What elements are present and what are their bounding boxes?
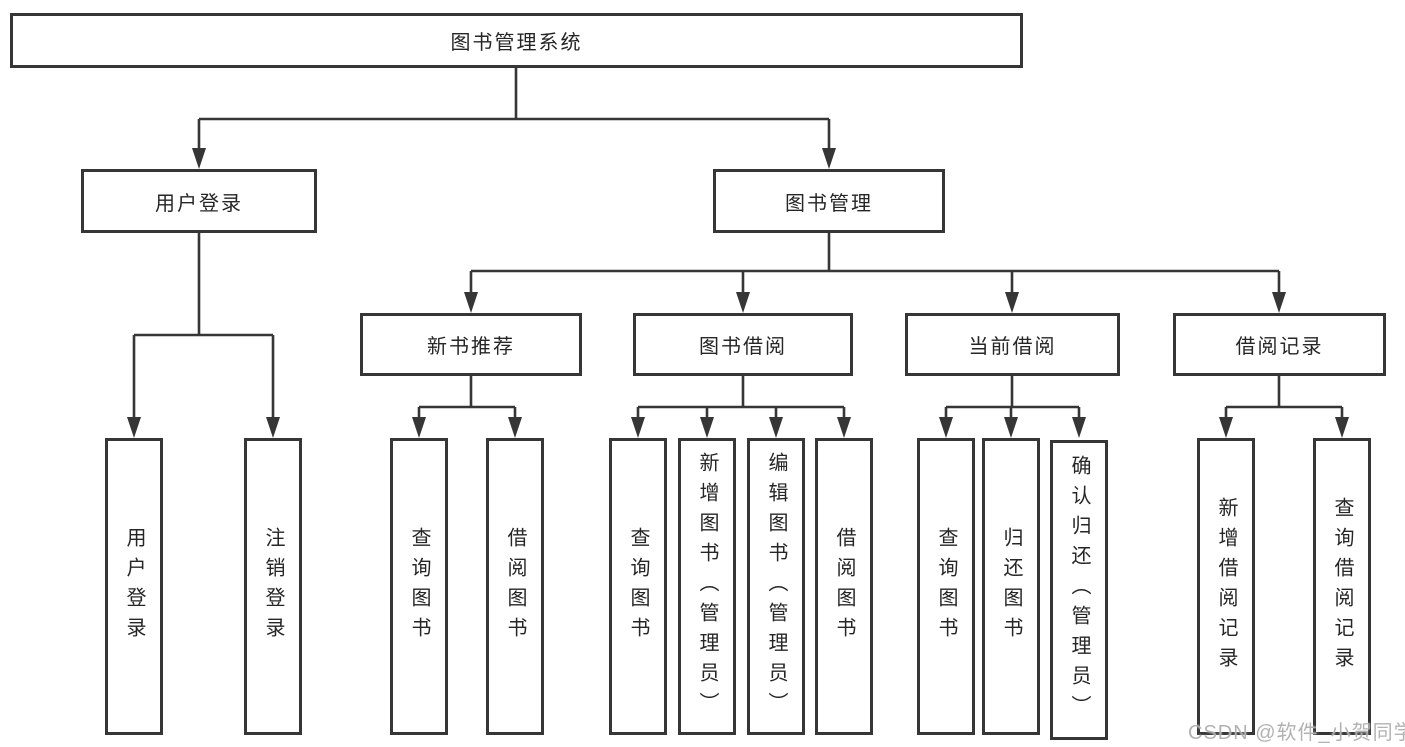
arrowhead <box>508 417 522 438</box>
leaf-query-books-current-label: 查询图书 <box>935 526 957 647</box>
arrowhead <box>1004 417 1018 438</box>
leaf-add-borrow-record-label: 新增借阅记录 <box>1215 496 1237 677</box>
node-book-borrowing: 图书借阅 <box>633 313 853 376</box>
connector-bookmgmt-to-level3 <box>469 233 1281 296</box>
node-user-login: 用户登录 <box>81 169 317 233</box>
connector-current-to-leaves <box>944 376 1081 421</box>
connector-newbook-to-leaves <box>417 376 517 421</box>
node-root: 图书管理系统 <box>10 13 1023 68</box>
node-current-borrowing-label: 当前借阅 <box>968 336 1057 358</box>
arrowhead <box>769 417 783 438</box>
connector-userlogin-to-leaves <box>132 233 275 421</box>
node-user-login-label: 用户登录 <box>155 192 243 215</box>
leaf-confirm-return-admin: 确认归还（管理员） <box>1050 440 1108 740</box>
node-borrowing-records-label: 借阅记录 <box>1235 336 1324 358</box>
leaf-borrow-books-label: 借阅图书 <box>833 526 855 647</box>
leaf-query-books-recommend-label: 查询图书 <box>408 526 430 647</box>
leaf-add-book-admin-label: 新增图书（管理员） <box>696 451 718 722</box>
arrowhead <box>837 417 851 438</box>
node-book-management: 图书管理 <box>713 169 945 233</box>
leaf-add-borrow-record: 新增借阅记录 <box>1197 438 1255 735</box>
arrowhead <box>736 292 750 313</box>
arrowhead <box>412 417 426 438</box>
leaf-logout-label: 注销登录 <box>262 526 284 647</box>
leaf-edit-book-admin: 编辑图书（管理员） <box>747 438 805 735</box>
connector-records-to-leaves <box>1224 376 1344 421</box>
arrowhead <box>939 417 953 438</box>
arrowhead <box>1335 417 1349 438</box>
leaf-confirm-return-admin-label: 确认归还（管理员） <box>1068 455 1090 725</box>
leaf-borrow-books-recommend-label: 借阅图书 <box>504 526 526 647</box>
leaf-query-borrow-record-label: 查询借阅记录 <box>1331 496 1353 677</box>
leaf-return-books-label: 归还图书 <box>1000 526 1022 647</box>
arrowhead <box>1272 292 1286 313</box>
arrowhead <box>822 148 836 169</box>
node-book-management-label: 图书管理 <box>785 192 873 215</box>
leaf-user-login: 用户登录 <box>105 438 163 735</box>
leaf-user-login-label: 用户登录 <box>123 526 145 647</box>
node-current-borrowing: 当前借阅 <box>905 313 1120 376</box>
leaf-return-books: 归还图书 <box>982 438 1040 735</box>
arrowhead <box>464 292 478 313</box>
leaf-logout: 注销登录 <box>244 438 302 735</box>
arrowhead <box>631 417 645 438</box>
arrowhead <box>127 417 141 438</box>
leaf-query-books-current: 查询图书 <box>917 438 975 735</box>
leaf-query-books-borrowing: 查询图书 <box>609 438 667 735</box>
arrowhead <box>266 417 280 438</box>
node-new-book-recommend-label: 新书推荐 <box>427 336 515 358</box>
leaf-borrow-books-recommend: 借阅图书 <box>486 438 544 735</box>
connector-borrowing-to-leaves <box>636 376 846 421</box>
node-new-book-recommend: 新书推荐 <box>360 313 582 376</box>
leaf-borrow-books: 借阅图书 <box>815 438 873 735</box>
node-borrowing-records: 借阅记录 <box>1173 313 1386 376</box>
arrowhead <box>192 148 206 169</box>
leaf-query-books-borrowing-label: 查询图书 <box>627 526 649 647</box>
leaf-edit-book-admin-label: 编辑图书（管理员） <box>765 451 787 722</box>
csdn-watermark: CSDN @软件_小贺同学 <box>1188 722 1405 744</box>
leaf-add-book-admin: 新增图书（管理员） <box>678 438 736 735</box>
arrowhead <box>1219 417 1233 438</box>
connector-root-to-level2 <box>197 68 831 152</box>
leaf-query-books-recommend: 查询图书 <box>390 438 448 735</box>
arrowhead <box>1072 417 1086 438</box>
arrowhead <box>700 417 714 438</box>
node-book-borrowing-label: 图书借阅 <box>699 336 787 358</box>
arrowhead <box>1005 292 1019 313</box>
leaf-query-borrow-record: 查询借阅记录 <box>1313 438 1371 735</box>
node-root-label: 图书管理系统 <box>450 32 583 54</box>
